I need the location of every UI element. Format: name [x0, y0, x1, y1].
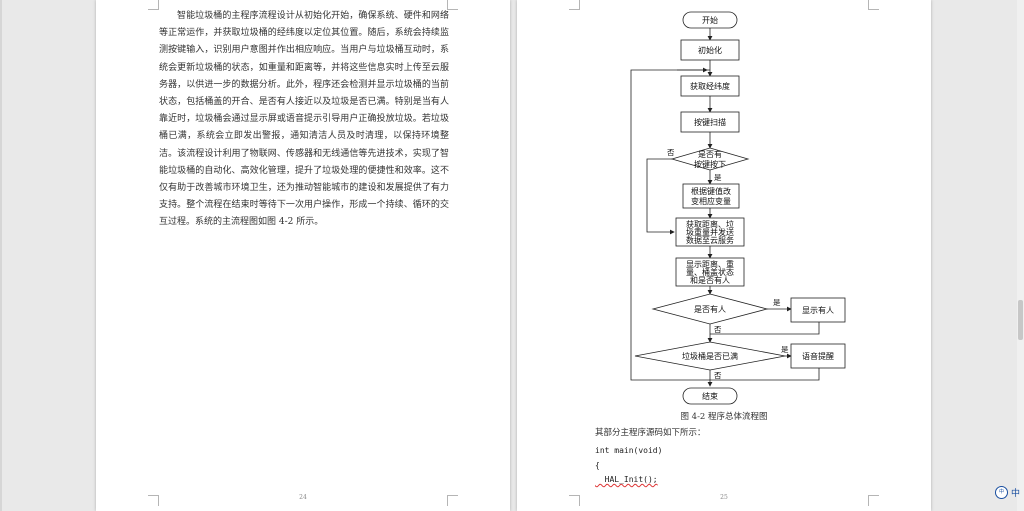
key-scan-label: 按键扫描: [694, 117, 726, 127]
upload-label-3: 数据至云服务: [686, 235, 734, 245]
page-number: 24: [299, 494, 307, 501]
someone-decision[interactable]: [651, 293, 769, 325]
document-page-24: 智能垃圾桶的主程序流程设计从初始化开始，确保系统、硬件和网络等正常运作，并获取垃…: [96, 0, 510, 511]
page-number: 25: [720, 494, 728, 501]
key-decision-label-2: 按键按下: [694, 159, 726, 169]
code-intro[interactable]: 其部分主程序源码如下所示：: [595, 428, 706, 438]
init-box[interactable]: [680, 39, 740, 61]
code-line[interactable]: {: [595, 460, 600, 470]
get-coords-label: 获取经纬度: [690, 81, 730, 91]
full-decision[interactable]: [634, 341, 786, 371]
voice-box[interactable]: [790, 343, 846, 369]
show-someone-box[interactable]: [790, 297, 846, 323]
crop-mark: [447, 0, 458, 10]
vertical-scrollbar[interactable]: [1017, 0, 1024, 511]
end-label: 结束: [702, 391, 718, 401]
change-var-box[interactable]: [682, 183, 740, 209]
crop-mark: [569, 495, 580, 506]
display-label-2: 量、桶盖状态: [686, 267, 734, 277]
crop-mark: [868, 0, 879, 10]
body-paragraph[interactable]: 智能垃圾桶的主程序流程设计从初始化开始，确保系统、硬件和网络等正常运作，并获取垃…: [159, 11, 449, 228]
display-label-1: 显示距离、重: [686, 259, 734, 269]
key-scan-box[interactable]: [680, 111, 740, 133]
body-text[interactable]: 智能垃圾桶的主程序流程设计从初始化开始，确保系统、硬件和网络等正常运作，并获取垃…: [159, 8, 449, 232]
window-edge: [0, 0, 2, 511]
crop-mark: [148, 0, 159, 10]
start-terminal[interactable]: [682, 11, 738, 29]
get-coords-box[interactable]: [680, 75, 740, 97]
change-var-label-1: 根据键值改: [691, 186, 731, 196]
document-page-25: 开始 初始化 获取经纬度 按键扫描 是否有 按键按下 根据键值改 变相应变量 获…: [517, 0, 931, 511]
no-label-full: 否: [714, 371, 722, 380]
crop-mark: [447, 495, 458, 506]
yes-label-someone: 是: [773, 298, 781, 307]
crop-mark: [569, 0, 580, 10]
end-terminal[interactable]: [682, 387, 738, 405]
display-label-3: 和是否有人: [690, 275, 730, 285]
code-block[interactable]: int main(void) { HAL_Init();: [595, 444, 662, 488]
show-someone-label: 显示有人: [802, 305, 834, 315]
ime-icon[interactable]: 中: [994, 486, 1008, 499]
figure-caption[interactable]: 图 4-2 程序总体流程图: [680, 412, 768, 422]
start-label: 开始: [702, 15, 718, 25]
code-line[interactable]: HAL_Init();: [595, 475, 658, 484]
init-label: 初始化: [698, 45, 722, 55]
no-label-key: 否: [667, 148, 675, 157]
upload-box[interactable]: [675, 217, 745, 247]
no-label-someone: 否: [714, 325, 722, 334]
upload-label-2: 圾重量并发送: [686, 227, 734, 237]
upload-label-1: 获取距离、垃: [686, 219, 734, 229]
ime-indicator[interactable]: 中 中: [994, 486, 1020, 499]
ime-language-label[interactable]: 中: [1010, 489, 1020, 499]
crop-mark: [148, 495, 159, 506]
key-decision-label-1: 是否有: [698, 149, 722, 159]
scrollbar-thumb[interactable]: [1018, 300, 1023, 340]
full-label: 垃圾桶是否已满: [682, 351, 738, 361]
display-box[interactable]: [675, 257, 745, 287]
voice-label: 语音提醒: [802, 351, 834, 361]
crop-mark: [868, 495, 879, 506]
someone-label: 是否有人: [694, 304, 726, 314]
change-var-label-2: 变相应变量: [691, 196, 731, 206]
key-decision[interactable]: [670, 147, 750, 171]
yes-label-full: 是: [781, 345, 789, 354]
code-line[interactable]: int main(void): [595, 446, 663, 455]
flowchart[interactable]: 开始 初始化 获取经纬度 按键扫描 是否有 按键按下 根据键值改 变相应变量 获…: [517, 0, 931, 410]
yes-label-key: 是: [714, 173, 722, 182]
